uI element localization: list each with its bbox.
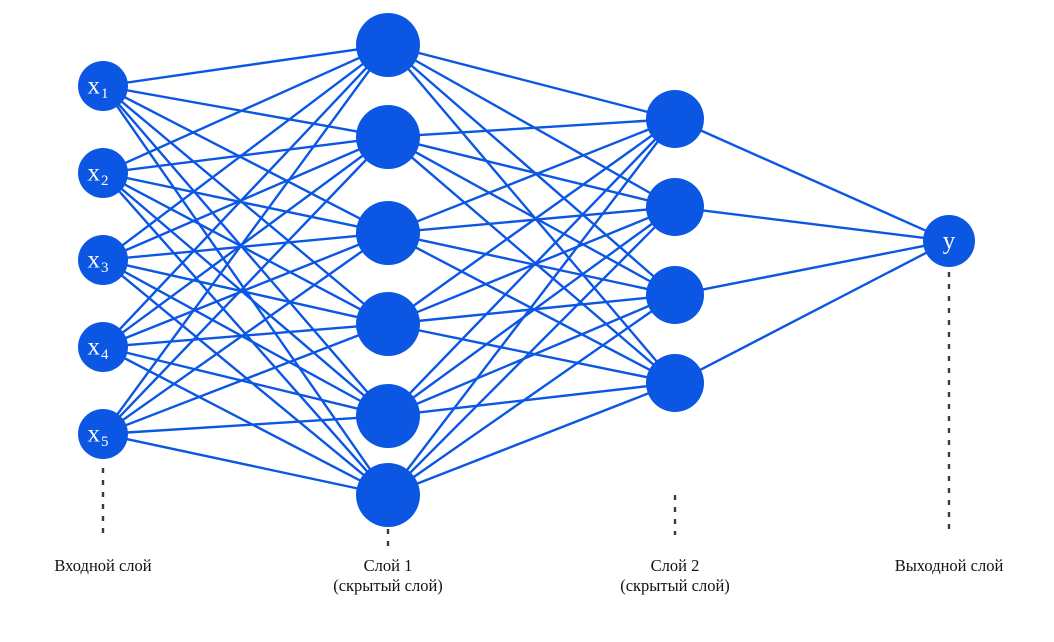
pointer-lines-group — [101, 272, 951, 546]
connection-edge — [124, 243, 361, 340]
node-hidden-2-2[interactable] — [646, 178, 704, 236]
connection-edge — [118, 66, 368, 331]
node-circle — [923, 215, 975, 267]
node-circle — [78, 148, 128, 198]
node-input-5[interactable]: x5 — [78, 409, 128, 459]
node-hidden-1-5[interactable] — [356, 384, 420, 448]
node-circle — [356, 201, 420, 265]
connection-edge — [406, 67, 659, 363]
node-hidden-2-4[interactable] — [646, 354, 704, 412]
connection-edge — [413, 150, 652, 283]
node-label: y — [943, 228, 956, 255]
node-circle — [356, 13, 420, 77]
layer-caption-input: Входной слой — [54, 556, 151, 576]
connection-edge — [120, 62, 365, 247]
node-input-4[interactable]: x4 — [78, 322, 128, 372]
node-label-subscript: 4 — [101, 347, 109, 363]
node-circle — [356, 463, 420, 527]
caption-line-1: Входной слой — [54, 556, 152, 575]
node-label-subscript: 3 — [101, 260, 109, 276]
connection-edge — [701, 244, 926, 291]
node-label-subscript: 1 — [101, 86, 109, 102]
node-circle — [646, 354, 704, 412]
connection-edge — [699, 129, 928, 233]
connection-edge — [125, 437, 359, 490]
connection-edge — [415, 391, 651, 485]
connection-edge — [405, 140, 660, 472]
node-label-subscript: 5 — [101, 434, 109, 450]
node-circle — [646, 266, 704, 324]
connection-edge — [117, 189, 369, 473]
connection-edge — [115, 68, 371, 416]
connection-edge — [417, 385, 649, 414]
connection-edge — [408, 137, 657, 395]
connection-edge — [118, 158, 368, 418]
caption-line-1: Слой 2 — [650, 556, 700, 575]
caption-line-2: (скрытый слой) — [333, 576, 443, 595]
connection-edge — [125, 48, 359, 84]
connection-edge — [411, 222, 654, 399]
node-circle — [78, 235, 128, 285]
connection-edge — [415, 128, 651, 223]
node-hidden-1-3[interactable] — [356, 201, 420, 265]
connection-edge — [701, 209, 926, 240]
connection-edge — [412, 134, 654, 308]
layer-caption-hidden-1: Слой 1(скрытый слой) — [333, 556, 443, 596]
layer-caption-output: Выходной слой — [895, 556, 1004, 576]
node-circle — [356, 292, 420, 356]
connection-edge — [121, 249, 364, 422]
caption-line-1: Выходной слой — [894, 556, 1004, 575]
connection-edge — [416, 51, 650, 114]
connection-edge — [123, 95, 362, 220]
connection-edge — [124, 333, 361, 427]
connection-edge — [125, 416, 359, 434]
connection-edge — [415, 304, 651, 406]
connection-edge — [412, 309, 654, 479]
connection-edge — [408, 225, 657, 475]
node-circle — [646, 90, 704, 148]
node-circle — [646, 178, 704, 236]
node-circle — [78, 61, 128, 111]
connection-edge — [125, 176, 359, 228]
node-circle — [78, 322, 128, 372]
connection-edge — [410, 155, 655, 366]
caption-line-2: (скрытый слой) — [620, 576, 730, 595]
connection-edge — [123, 56, 361, 165]
node-output-1[interactable]: y — [923, 215, 975, 267]
node-label-subscript: 2 — [101, 173, 109, 189]
node-circle — [78, 409, 128, 459]
node-circle — [356, 105, 420, 169]
node-hidden-2-3[interactable] — [646, 266, 704, 324]
connection-edge — [410, 64, 656, 278]
node-hidden-2-1[interactable] — [646, 90, 704, 148]
connection-edge — [416, 143, 649, 202]
node-hidden-1-1[interactable] — [356, 13, 420, 77]
node-hidden-1-2[interactable] — [356, 105, 420, 169]
connection-edge — [125, 234, 359, 259]
node-hidden-1-4[interactable] — [356, 292, 420, 356]
nodes-group: x1 x2 x3 x4 x5 y — [78, 13, 975, 527]
connection-edge — [123, 356, 362, 482]
node-input-1[interactable]: x1 — [78, 61, 128, 111]
node-input-2[interactable]: x2 — [78, 148, 128, 198]
connection-edge — [417, 119, 649, 137]
node-circle — [356, 384, 420, 448]
node-hidden-1-6[interactable] — [356, 463, 420, 527]
edges-group — [115, 48, 928, 490]
caption-line-1: Слой 1 — [363, 556, 413, 575]
layer-caption-hidden-2: Слой 2(скрытый слой) — [620, 556, 730, 596]
node-input-3[interactable]: x3 — [78, 235, 128, 285]
connection-edge — [698, 251, 928, 372]
connection-edge — [120, 274, 366, 477]
